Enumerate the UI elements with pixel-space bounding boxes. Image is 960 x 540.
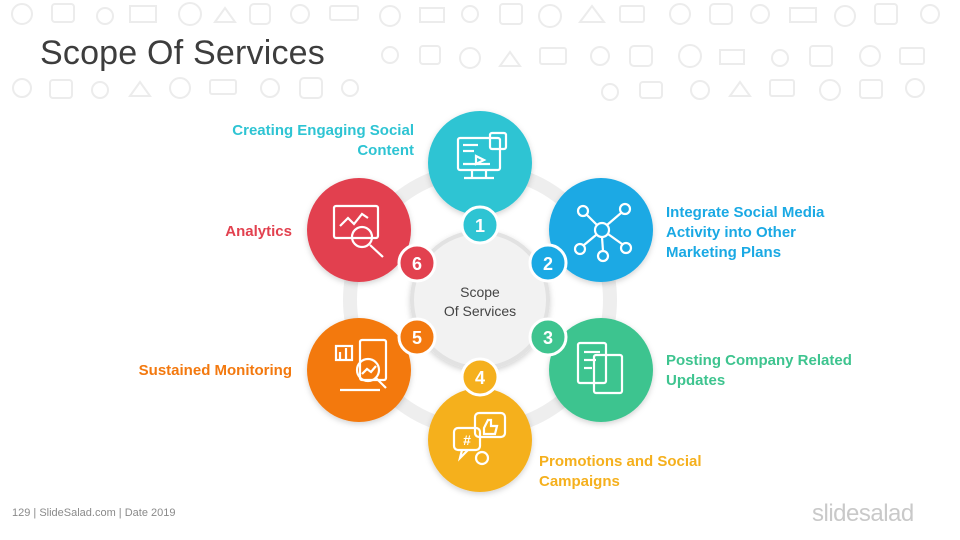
badge-number-2: 2	[543, 254, 553, 274]
svg-text:#: #	[463, 432, 471, 448]
label-item-4-line-1: Promotions and Social	[539, 453, 702, 470]
monitor-media-icon	[456, 131, 508, 180]
footer-text: 129 | SlideSalad.com | Date 2019	[12, 507, 176, 519]
label-item-1-line-2: Content	[357, 142, 414, 159]
center-label: Scope Of Services	[410, 283, 550, 321]
chart-magnifier-icon	[332, 204, 384, 258]
service-node-4: #	[428, 357, 532, 492]
label-item-3: Posting Company Related Updates	[666, 351, 886, 391]
service-node-3	[528, 317, 653, 422]
label-item-2-line-1: Integrate Social Media	[666, 204, 825, 221]
label-item-3-line-2: Updates	[666, 372, 726, 389]
label-item-3-line-1: Posting Company Related	[666, 352, 852, 369]
label-item-4-line-2: Campaigns	[539, 473, 620, 490]
label-item-4: Promotions and Social Campaigns	[539, 452, 739, 492]
service-node-1	[428, 111, 532, 245]
center-label-line-2: Of Services	[443, 303, 517, 319]
background-doodles	[11, 2, 940, 101]
badge-number-4: 4	[475, 368, 485, 388]
badge-number-5: 5	[412, 328, 422, 348]
label-item-2: Integrate Social Media Activity into Oth…	[666, 203, 866, 263]
chat-bubbles-icon: #	[452, 411, 507, 466]
service-node-2	[528, 178, 653, 283]
center-label-line-1: Scope	[460, 284, 500, 300]
label-item-5: Sustained Monitoring	[92, 361, 292, 381]
service-node-6	[307, 178, 437, 283]
label-item-6-line-1: Analytics	[225, 223, 292, 240]
report-magnifier-icon	[334, 338, 388, 392]
label-item-5-line-1: Sustained Monitoring	[138, 362, 292, 379]
badge-number-3: 3	[543, 328, 553, 348]
label-item-2-line-3: Marketing Plans	[666, 244, 782, 261]
service-node-5	[307, 317, 437, 422]
label-item-6: Analytics	[92, 222, 292, 242]
brand-logo: slidesalad	[812, 500, 914, 527]
document-list-icon	[576, 341, 624, 395]
label-item-1-line-1: Creating Engaging Social	[232, 122, 414, 139]
label-item-2-line-2: Activity into Other	[666, 224, 797, 241]
page-title: Scope Of Services	[40, 34, 325, 72]
network-nodes-icon	[573, 202, 633, 263]
badge-number-6: 6	[412, 254, 422, 274]
label-item-1: Creating Engaging Social Content	[214, 121, 414, 161]
badge-number-1: 1	[475, 216, 485, 236]
